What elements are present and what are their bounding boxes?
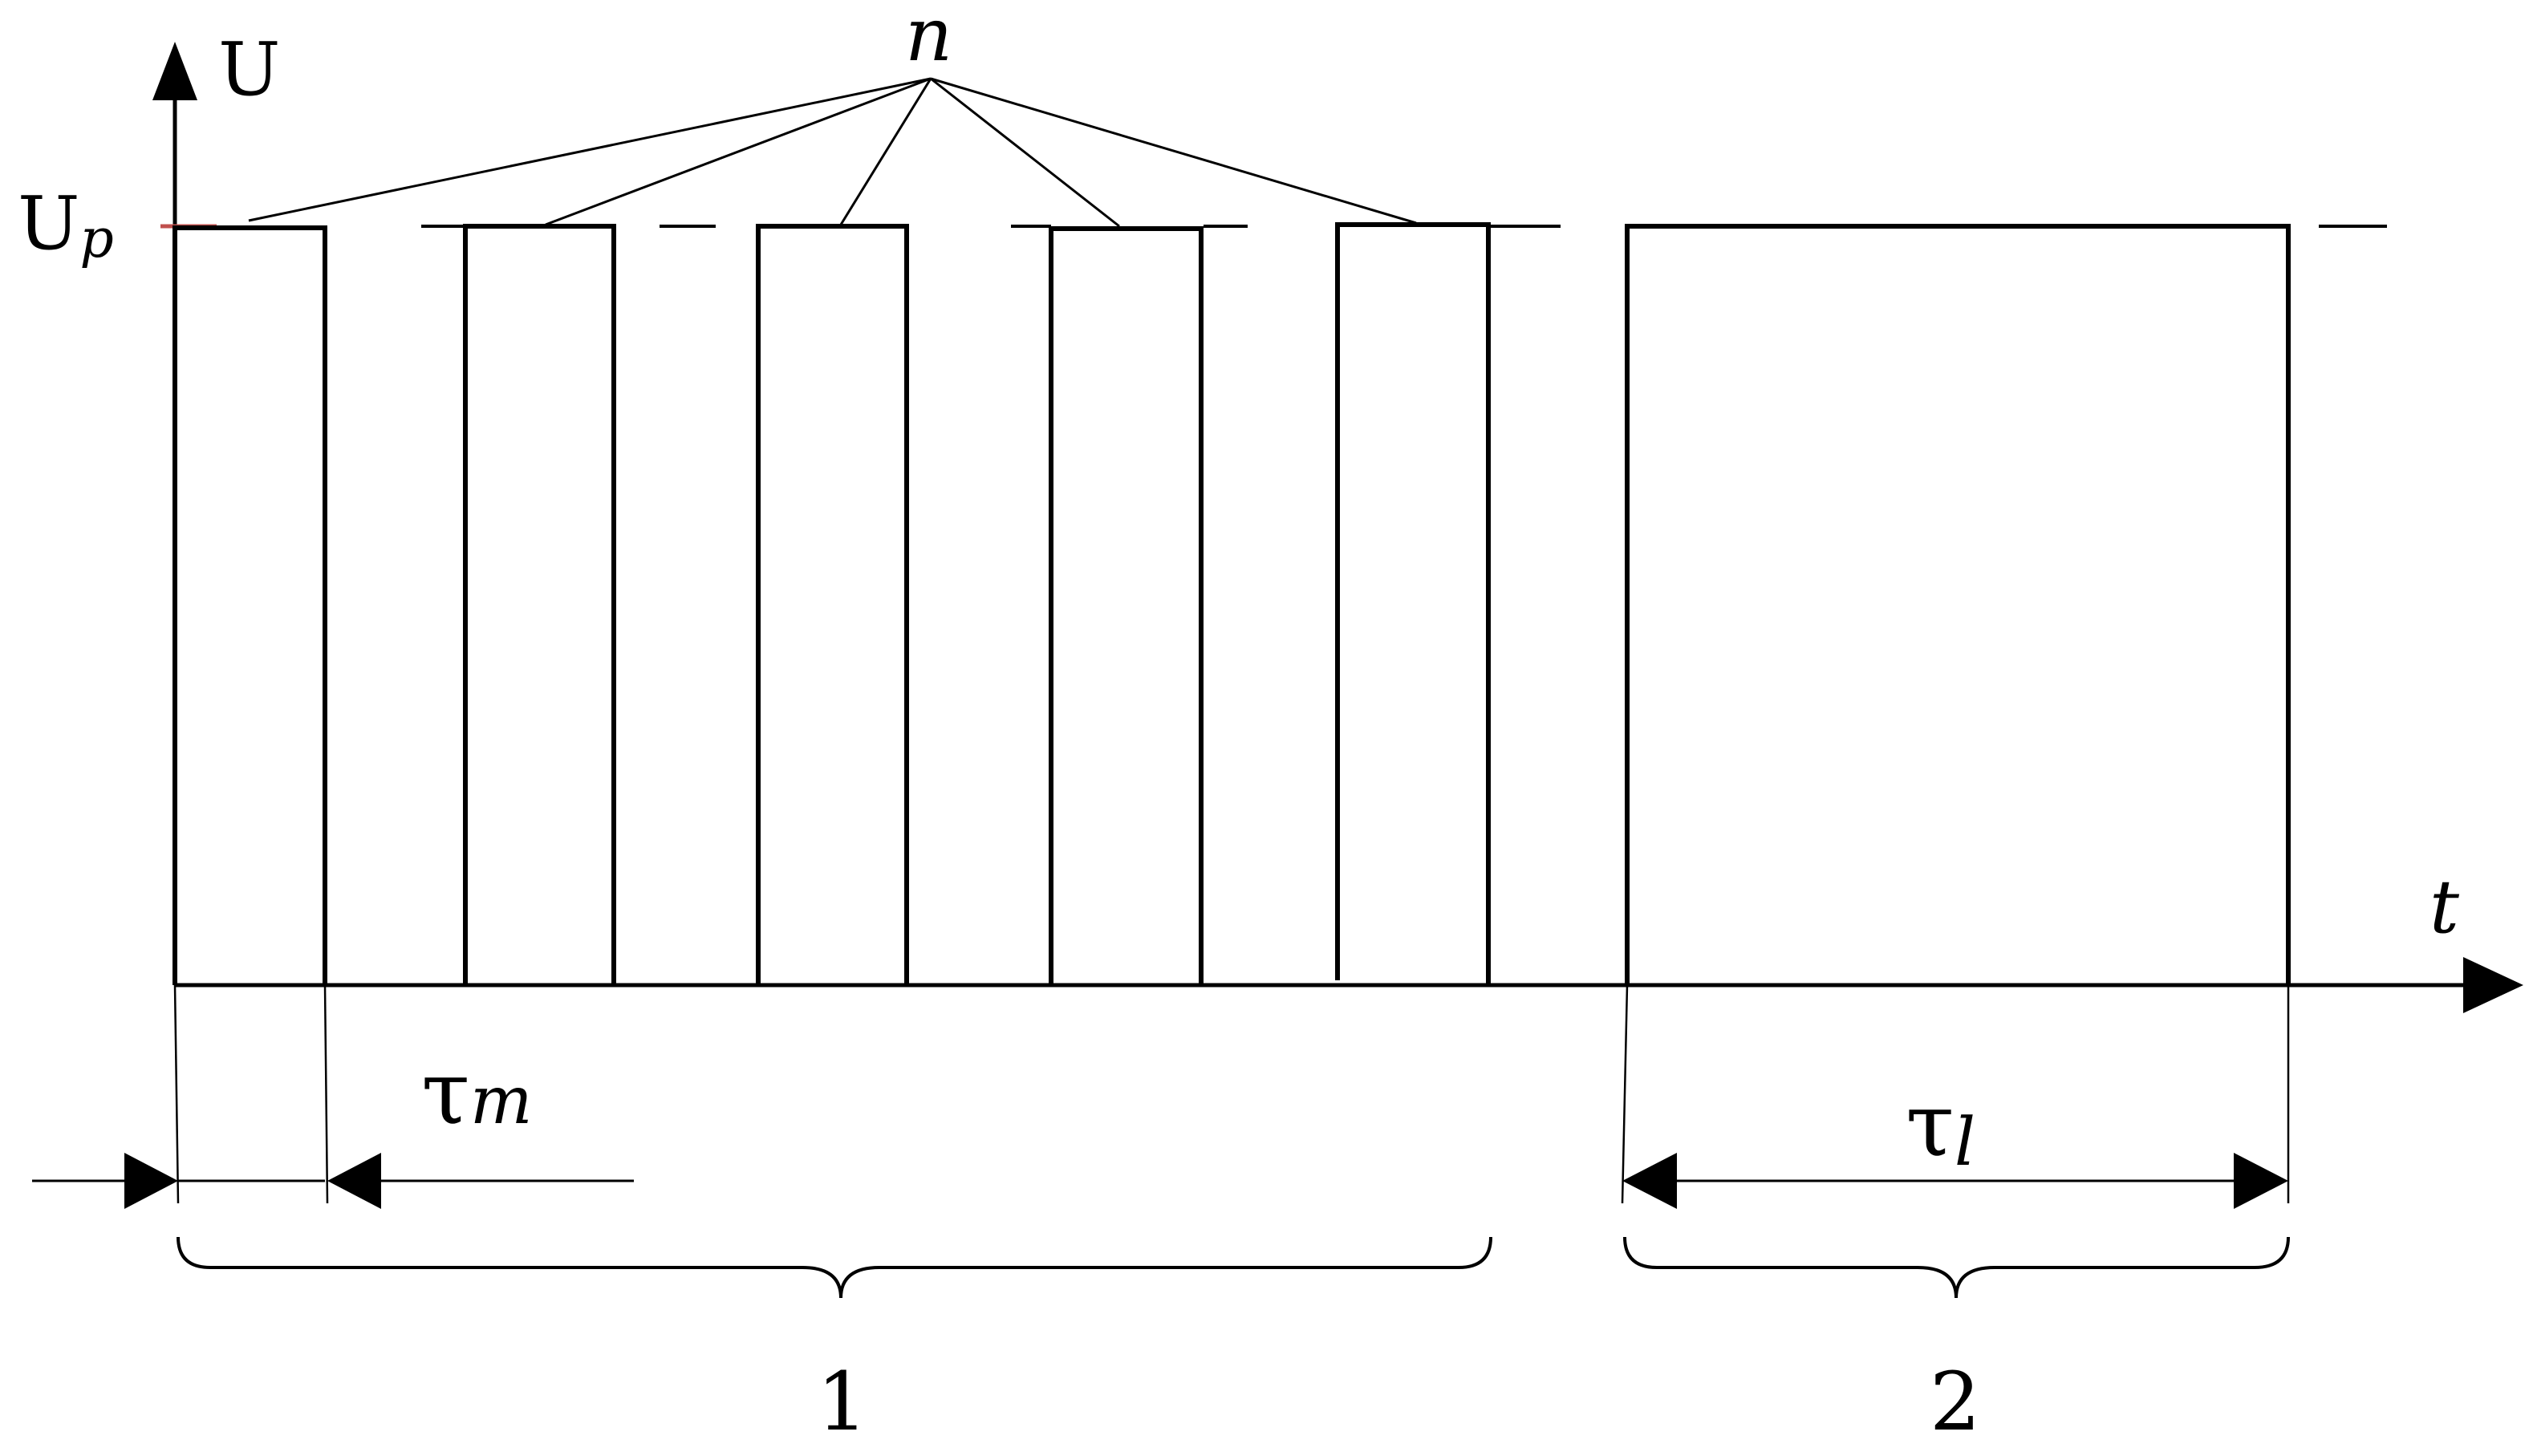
group-2-brace	[1623, 1236, 2290, 1299]
tau-l-subscript: l	[1955, 1105, 1975, 1181]
dimension-extension-lines	[173, 984, 2290, 1204]
x-axis-label: t	[2429, 864, 2460, 950]
x-axis-arrowhead	[2463, 957, 2523, 1013]
tau-l-symbol: τ	[1906, 1073, 1955, 1176]
level-label-main: U	[18, 180, 80, 266]
tau-m-dimension	[32, 1153, 634, 1209]
short-pulse-4	[1049, 226, 1204, 985]
y-axis-arrowhead	[152, 42, 197, 100]
short-pulse-5	[1335, 222, 1491, 985]
tau-l-label: τl	[1906, 1073, 1975, 1181]
long-pulse	[1625, 224, 2291, 985]
tau-m-label: τm	[421, 1041, 533, 1144]
short-pulses	[173, 222, 1491, 985]
level-label-sub: p	[80, 208, 114, 270]
level-label: Up	[18, 180, 114, 270]
group-1-label: 1	[817, 1355, 868, 1449]
tau-m-subscript: m	[470, 1063, 533, 1139]
group-1-brace	[177, 1236, 1492, 1299]
short-pulse-3	[756, 224, 909, 985]
short-pulse-1	[173, 225, 327, 985]
tau-l-dimension	[1622, 1153, 2288, 1209]
pulses-label: n	[905, 0, 952, 78]
tau-m-symbol: τ	[421, 1041, 470, 1144]
group-2-label: 2	[1930, 1355, 1981, 1449]
pulses-leader-lines	[248, 77, 1417, 228]
short-pulse-2	[463, 224, 616, 985]
y-axis-label: U	[218, 26, 281, 112]
